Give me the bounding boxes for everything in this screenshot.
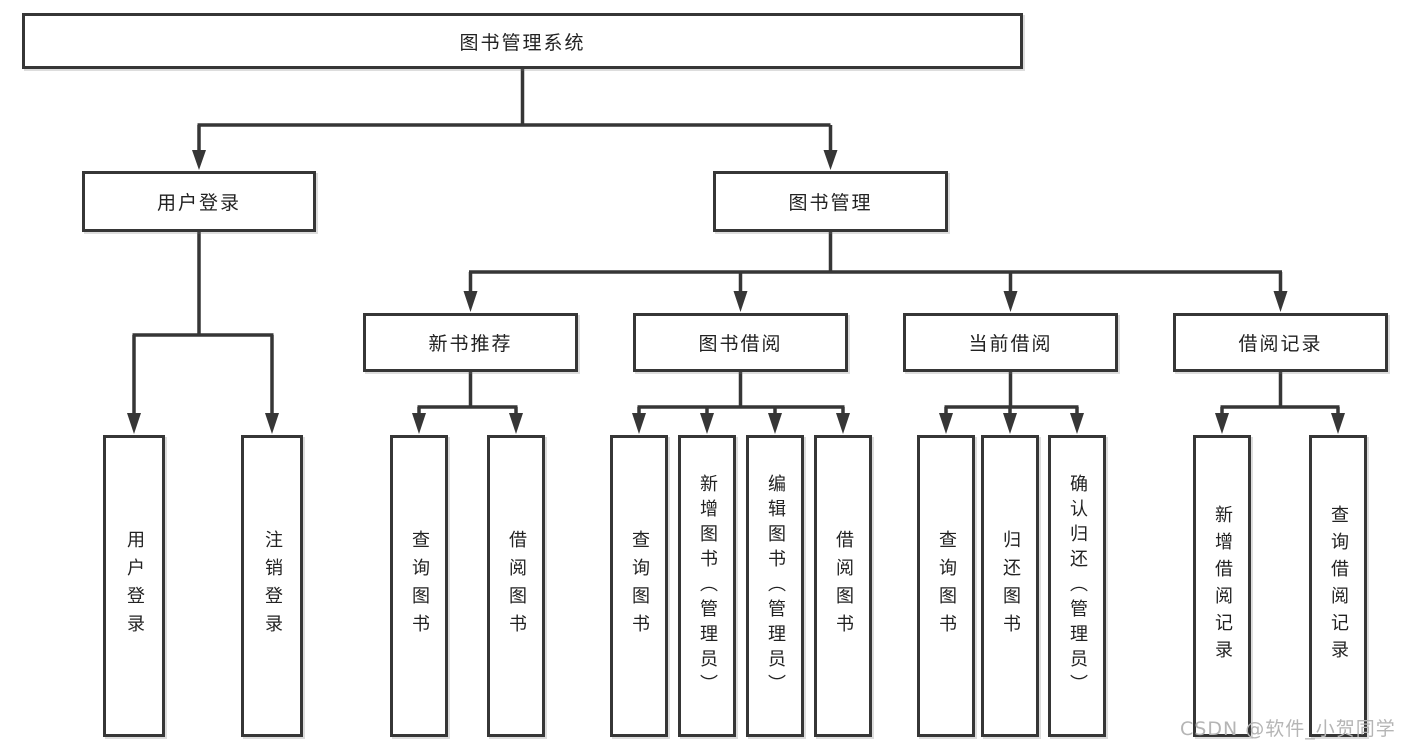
node-new-book-recommendation: 新书推荐	[363, 313, 578, 372]
arrowheads	[127, 150, 1345, 434]
node-book-management-system: 图书管理系统	[22, 13, 1023, 69]
leaf-borrow-books: 借阅图书	[814, 435, 872, 737]
leaf-query-books-recommend: 查询图书	[390, 435, 448, 737]
leaf-logout: 注销登录	[241, 435, 303, 737]
leaf-query-books-current: 查询图书	[917, 435, 975, 737]
leaf-borrow-books-recommend: 借阅图书	[487, 435, 545, 737]
leaf-confirm-return-admin: 确认归还（管理员）	[1048, 435, 1106, 737]
leaf-query-borrow-record: 查询借阅记录	[1309, 435, 1367, 737]
leaf-add-book-admin: 新增图书（管理员）	[678, 435, 736, 737]
leaf-add-borrow-record: 新增借阅记录	[1193, 435, 1251, 737]
watermark-text: CSDN @软件_小贺同学	[1180, 718, 1396, 740]
leaf-query-books-borrowing: 查询图书	[610, 435, 668, 737]
node-current-borrowing: 当前借阅	[903, 313, 1118, 372]
node-book-borrowing: 图书借阅	[633, 313, 848, 372]
leaf-return-books: 归还图书	[981, 435, 1039, 737]
leaf-user-login: 用户登录	[103, 435, 165, 737]
node-book-management: 图书管理	[713, 171, 948, 232]
node-borrowing-records: 借阅记录	[1173, 313, 1388, 372]
node-user-login: 用户登录	[82, 171, 316, 232]
leaf-edit-book-admin: 编辑图书（管理员）	[746, 435, 804, 737]
